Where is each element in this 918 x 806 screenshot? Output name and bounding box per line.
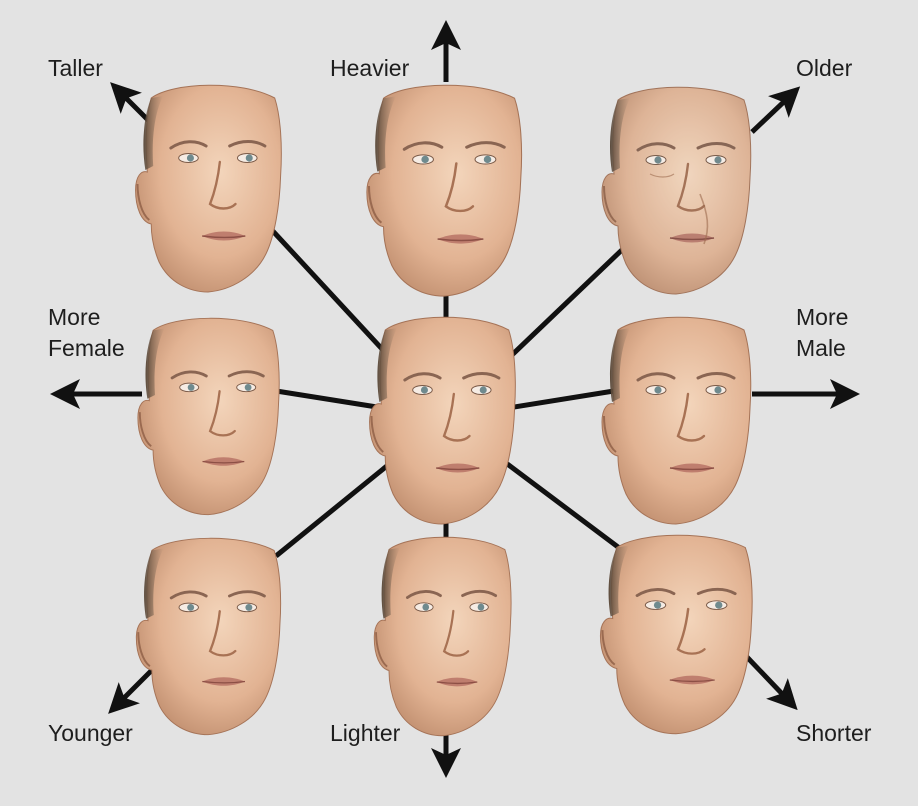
face-older	[600, 85, 753, 296]
face-lighter	[372, 535, 513, 738]
face-more-female	[136, 316, 281, 517]
face-heavier	[365, 83, 524, 298]
label-more-female: More Female	[48, 304, 125, 361]
direction-arrows	[50, 20, 860, 778]
label-lighter: Lighter	[330, 720, 401, 746]
face-younger	[134, 536, 283, 737]
label-heavier: Heavier	[330, 55, 410, 81]
label-older: Older	[796, 55, 853, 81]
label-younger: Younger	[48, 720, 133, 746]
face-taller	[134, 83, 283, 294]
face-neutral	[368, 315, 517, 526]
label-more-male: More Male	[796, 304, 849, 361]
arrow-older	[750, 86, 801, 134]
face-shorter	[598, 533, 754, 736]
label-taller: Taller	[48, 55, 103, 81]
arrow-shorter	[744, 654, 798, 711]
label-shorter: Shorter	[796, 720, 872, 746]
face-more-male	[600, 315, 753, 526]
arrow-younger	[108, 662, 160, 714]
